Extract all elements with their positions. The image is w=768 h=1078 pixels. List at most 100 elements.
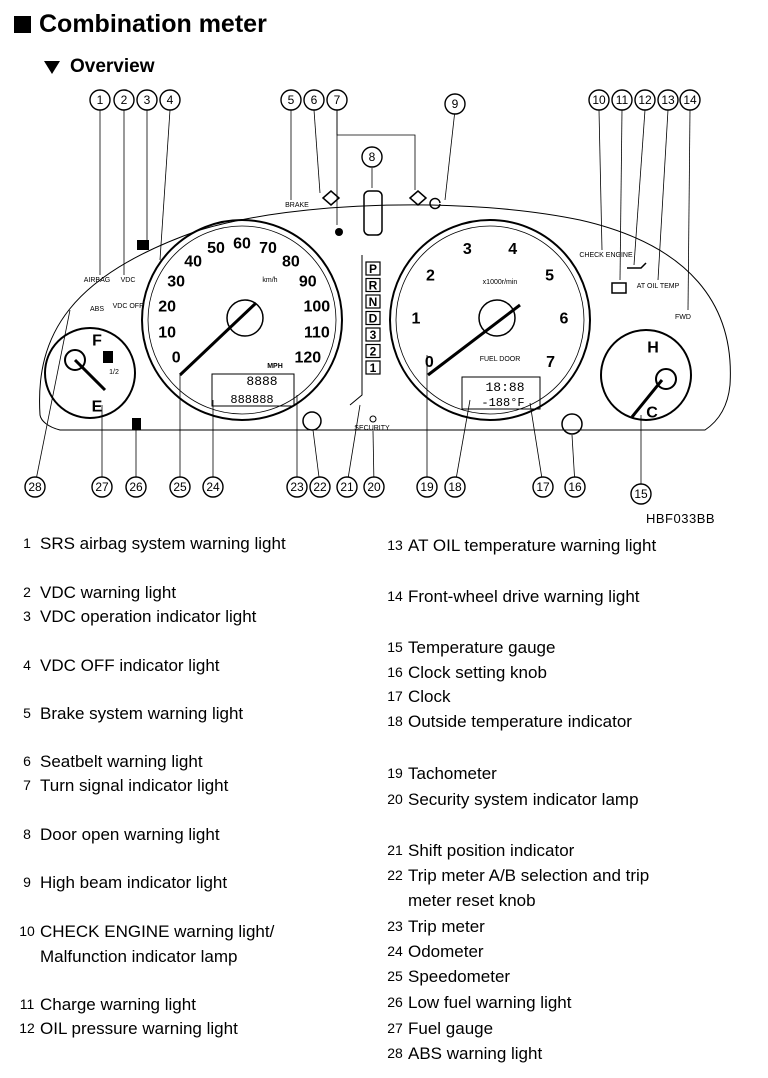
callout-circle [361, 146, 383, 168]
callout-circle [309, 476, 331, 498]
callout-number: 16 [568, 480, 582, 494]
check-engine-label: CHECK ENGINE [579, 252, 633, 259]
trip-reset-knob[interactable] [302, 411, 322, 431]
airbag-indicator-label: AIRBAG [84, 277, 110, 284]
legend-number: 11 [19, 996, 35, 1012]
tacho-tick-label: 7 [546, 354, 555, 371]
shift-position-box [365, 294, 381, 309]
legend-text: Charge warning light [40, 995, 196, 1014]
kmh-label: km/h [262, 277, 277, 284]
callout-number: 13 [661, 93, 675, 107]
callout-circle [159, 89, 181, 111]
speedo-tick-label: 90 [299, 274, 317, 291]
legend-text: Fuel gauge [408, 1019, 494, 1038]
fuel-empty-label: E [92, 399, 103, 416]
shift-position-label: D [369, 312, 378, 326]
trip-display: 8888 [246, 374, 277, 389]
legend-item: 15 Temperature gauge [382, 635, 555, 660]
shift-position-box [365, 343, 381, 359]
callout-circle [611, 89, 633, 111]
callout-circle [444, 476, 466, 498]
shift-position-box [365, 360, 381, 375]
callout-circle [125, 476, 147, 498]
speedo-tick-label: 10 [158, 325, 176, 342]
odometer-display: 888888 [230, 393, 273, 407]
callout-circle [89, 89, 111, 111]
odometer-window [211, 373, 295, 407]
legend-text: Security system indicator lamp [408, 790, 639, 809]
shift-position-label: 1 [370, 361, 377, 375]
callout-circle [634, 89, 656, 111]
legend-text: Temperature gauge [408, 638, 556, 657]
tacho-tick-label: 6 [560, 311, 569, 328]
clock-setting-knob[interactable] [561, 413, 583, 435]
callout-number: 15 [634, 487, 648, 501]
rpm-label: x1000r/min [483, 279, 518, 286]
legend-text: Speedometer [408, 967, 511, 986]
legend-text: Trip meter A/B selection and trip meter … [408, 866, 650, 910]
legend-number: 12 [19, 1020, 35, 1036]
legend-text: High beam indicator light [40, 873, 228, 892]
shift-position-label: P [369, 262, 377, 276]
callout-number: 24 [206, 480, 220, 494]
callout-number: 28 [28, 480, 42, 494]
legend-number: 14 [387, 588, 403, 604]
vdc-off-indicator-label: VDC OFF [113, 303, 144, 310]
callout-circle [416, 476, 438, 498]
callout-number: 1 [97, 93, 104, 107]
seatbelt-icon [335, 228, 343, 236]
triangle-down-icon [44, 60, 60, 74]
legend-text: Tachometer [408, 764, 497, 783]
legend-number: 23 [387, 918, 403, 934]
tacho-tick-label: 2 [426, 268, 435, 285]
speedo-tick-label: 60 [233, 236, 251, 253]
fwd-indicator-label: FWD [675, 314, 691, 321]
legend-item: 13 AT OIL temperature warning light [382, 533, 656, 558]
callout-number: 20 [367, 480, 381, 494]
legend-number: 8 [23, 826, 31, 842]
legend-number: 13 [387, 537, 403, 553]
legend-text: Door open warning light [40, 825, 220, 844]
callout-circle [657, 89, 679, 111]
callout-circle [286, 476, 308, 498]
shift-position-box [365, 277, 381, 293]
shift-position-box [365, 261, 381, 276]
shift-position-label: N [369, 295, 378, 309]
callout-circle [202, 476, 224, 498]
speedo-tick-label: 70 [259, 240, 277, 257]
tacho-tick-label: 4 [508, 241, 517, 258]
shift-position-box [365, 310, 381, 326]
oil-pressure-icon [627, 262, 647, 269]
legend-number: 24 [387, 943, 403, 959]
page-title: Combination meter [14, 10, 267, 39]
speedo-tick-label: 0 [172, 350, 181, 367]
fuel-full-label: F [92, 333, 102, 350]
tacho-tick-label: 0 [425, 354, 434, 371]
legend-text: AT OIL temperature warning light [408, 536, 657, 555]
legend-text: ABS warning light [408, 1044, 543, 1063]
legend-number: 15 [387, 639, 403, 655]
callout-circle [113, 89, 135, 111]
callout-circle [336, 476, 358, 498]
callout-number: 12 [638, 93, 652, 107]
callout-circle [303, 89, 325, 111]
callout-circle [679, 89, 701, 111]
speedo-tick-label: 20 [158, 298, 176, 315]
turn-signal-right-icon [408, 190, 428, 206]
